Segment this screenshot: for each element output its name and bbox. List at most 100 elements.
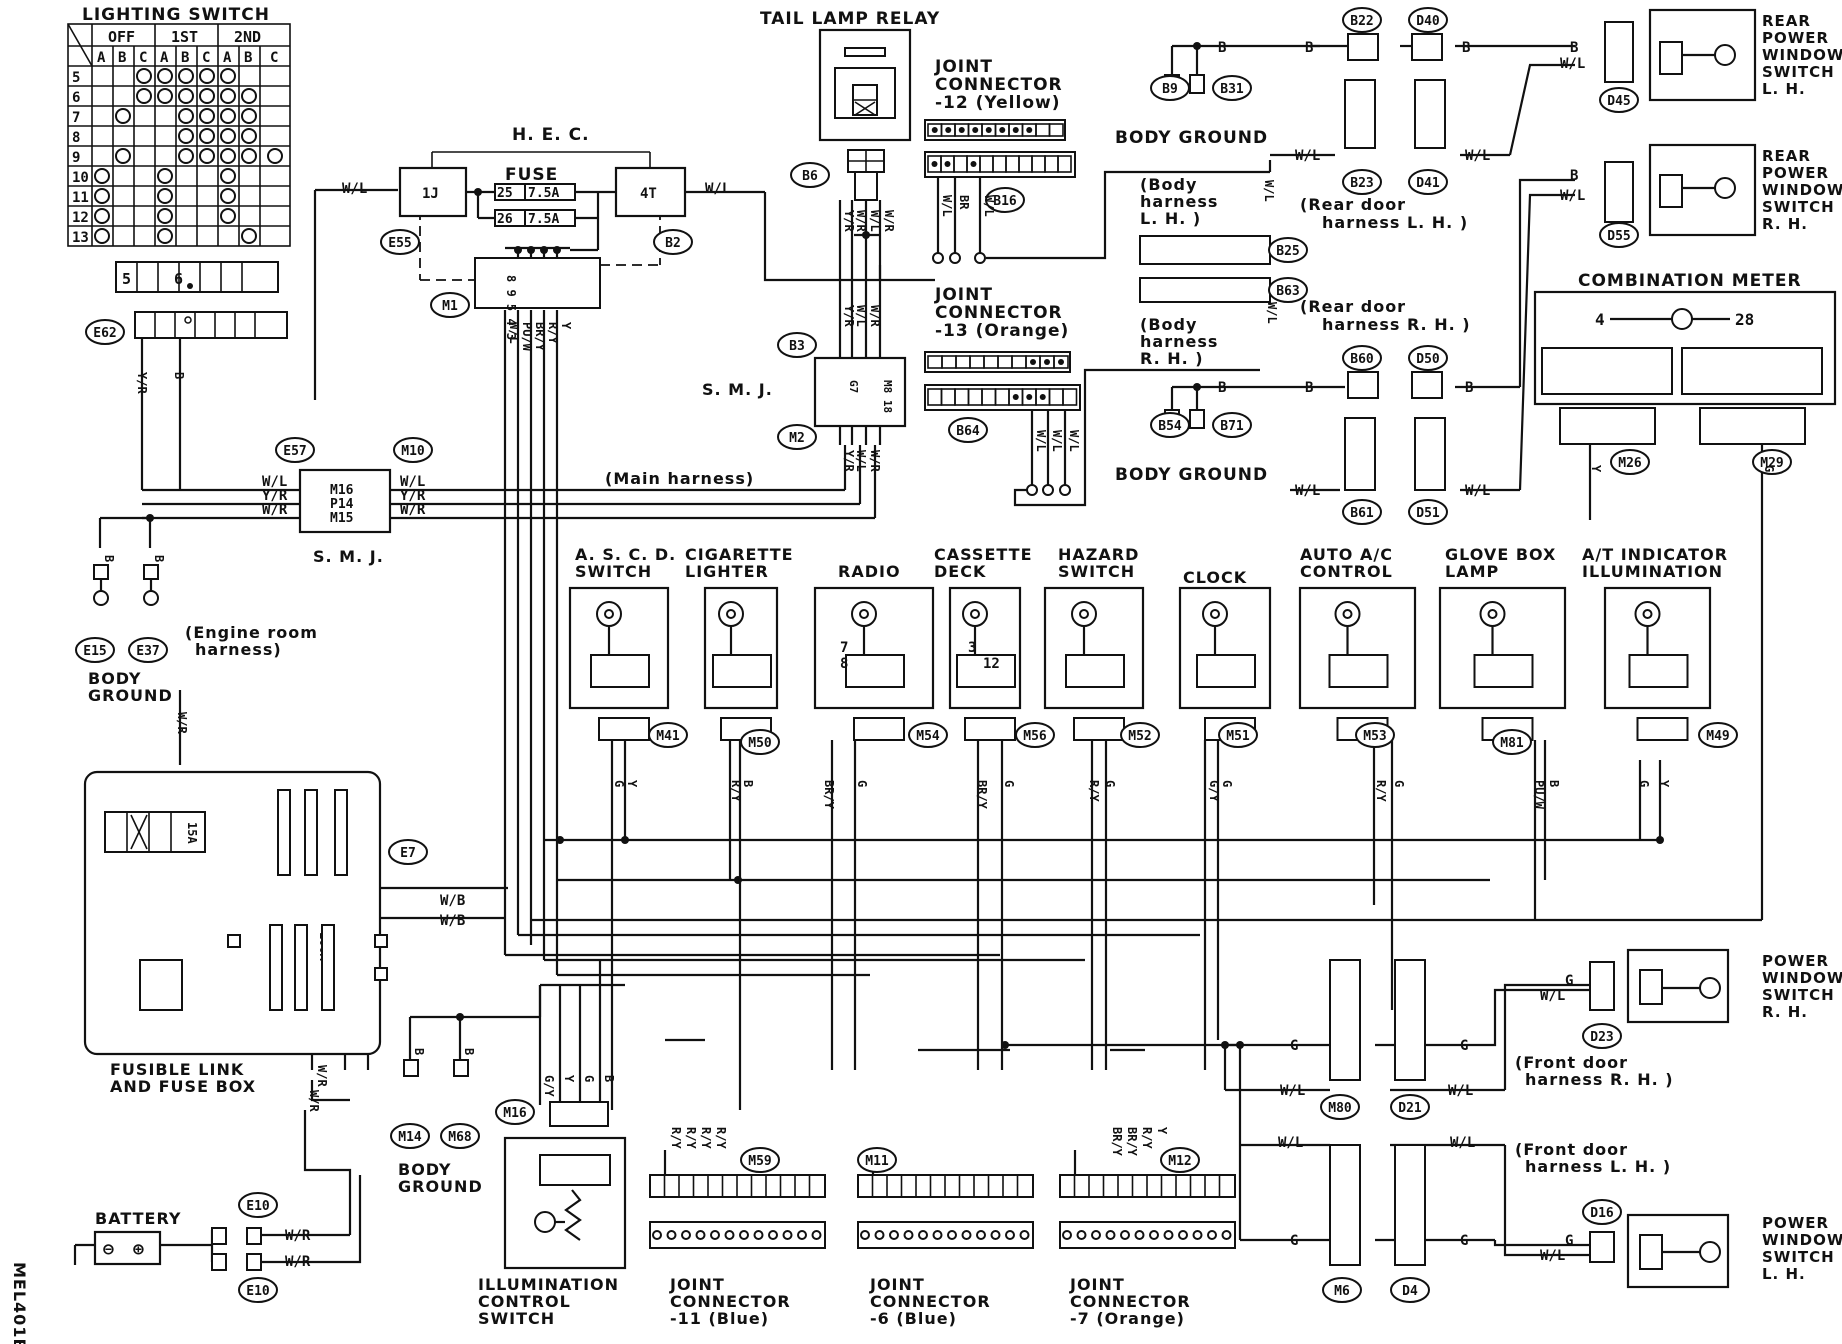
- jc6-label-3: -6 (Blue): [870, 1309, 957, 1328]
- svg-text:8 9 5 4 3: 8 9 5 4 3: [504, 275, 518, 340]
- smj-upper-label: S. M. J.: [702, 380, 773, 399]
- hec-4t-label: 4T: [640, 186, 657, 202]
- ls-contact-circle: [94, 208, 110, 224]
- connector-id-d50-text: D50: [1416, 352, 1440, 367]
- connector-id-m51: [1218, 722, 1258, 748]
- connector-id-m16-text: M16: [503, 1106, 527, 1121]
- smj-pin-p14: P14: [330, 497, 354, 512]
- wire-label-v-0: Y/R: [135, 372, 149, 394]
- fusible-label-2: AND FUSE BOX: [110, 1077, 256, 1096]
- connector-id-m41-text: M41: [656, 729, 680, 744]
- connector-id-m6-text: M6: [1334, 1284, 1350, 1299]
- connector-id-b9-text: B9: [1162, 82, 1178, 97]
- connector-id-d21: [1390, 1094, 1430, 1120]
- ls-contact-circle: [199, 148, 215, 164]
- wire-label-v-11: Y/R: [842, 305, 856, 327]
- connector-id-d40-text: D40: [1416, 14, 1440, 29]
- body-ground-m14-1: BODY: [398, 1160, 452, 1179]
- wire-label-23: W/B: [440, 913, 465, 929]
- wire-label-v-10: W/R: [882, 210, 896, 232]
- fuse-label: FUSE: [505, 165, 558, 185]
- ls-contact-circle: [115, 148, 131, 164]
- connector-id-b64-text: B64: [956, 424, 980, 439]
- wire-label-v-52: G: [1637, 780, 1651, 787]
- jc11-pin: [652, 1230, 662, 1240]
- connector-e62: 5 6: [115, 261, 288, 339]
- rear-door-connectors: [1344, 21, 1634, 491]
- wire-label-v-8: W/R: [854, 210, 868, 232]
- body-harness-lh-3: L. H. ): [1140, 209, 1201, 228]
- wire-label-1: W/L: [705, 181, 730, 197]
- body-harness-rh-1: (Body: [1140, 315, 1197, 334]
- connector-id-m49-text: M49: [1706, 729, 1729, 744]
- connector-id-m1: [430, 292, 470, 318]
- jc12-top-cells: [927, 123, 1064, 137]
- wire-label-5: W/L: [400, 474, 425, 490]
- connector-id-m2-text: M2: [789, 431, 805, 446]
- module-labels: A. S. C. D. SWITCH CIGARETTE LIGHTER RAD…: [575, 545, 1728, 587]
- connector-id-e55: [380, 229, 420, 255]
- ls-contact-circle: [241, 88, 257, 104]
- wire-label-v-60: BR/Y: [1110, 1127, 1124, 1157]
- wire-label-v-46: G/Y: [1207, 780, 1221, 802]
- m1-connector-body: [474, 257, 601, 309]
- connector-id-b54: [1150, 412, 1190, 438]
- ls-contact-circle: [178, 128, 194, 144]
- wire-label-v-48: R/Y: [1374, 780, 1388, 802]
- bulb-filament-icon: [1487, 609, 1498, 619]
- connector-id-e10a-text: E10: [246, 1199, 270, 1214]
- lighting-switch-title: LIGHTING SWITCH: [82, 5, 270, 25]
- jc6-pin: [903, 1230, 914, 1240]
- jc7-label-1: JOINT: [1069, 1275, 1125, 1294]
- wire-label-v-6: Y: [559, 322, 573, 330]
- module-radio-terminal: [845, 654, 905, 688]
- combination-meter-label: COMBINATION METER: [1578, 271, 1802, 291]
- jc7-pin: [1091, 1230, 1101, 1240]
- jc6-pin: [918, 1230, 928, 1240]
- connector-id-d16-text: D16: [1590, 1206, 1614, 1221]
- pw-lh-3: SWITCH: [1762, 1248, 1835, 1266]
- connector-id-m51-text: M51: [1226, 729, 1250, 744]
- pw-lh-4: L. H.: [1762, 1265, 1806, 1283]
- jc11-pin: [695, 1230, 706, 1240]
- connector-id-e15-text: E15: [83, 644, 106, 659]
- at-label-1: A/T INDICATOR: [1582, 545, 1728, 564]
- hazard-label-1: HAZARD: [1058, 545, 1139, 564]
- tail-lamp-relay-label: TAIL LAMP RELAY: [760, 9, 940, 29]
- jc7-pin: [1062, 1230, 1072, 1240]
- connector-id-m56-text: M56: [1023, 729, 1047, 744]
- col-c3: C: [270, 50, 278, 66]
- jc12-bot-cell: [1057, 155, 1072, 173]
- wire-label-28: W/L: [1278, 1135, 1303, 1151]
- ls-contact-circle: [157, 168, 173, 184]
- smj-pin-m16: M16: [330, 483, 354, 498]
- jc13-line3: -13 (Orange): [935, 321, 1069, 341]
- jc7-pin: [1076, 1230, 1087, 1240]
- pos-1st: 1ST: [171, 28, 198, 46]
- connector-id-m12-text: M12: [1168, 1154, 1191, 1169]
- wire-label-v-2: W/L: [507, 322, 521, 344]
- connector-id-d21-text: D21: [1398, 1101, 1422, 1116]
- jc12-top-dot: [999, 127, 1006, 133]
- wire-label-v-37: Y: [625, 780, 639, 788]
- module-cassette-deck-connector: [964, 717, 1016, 741]
- wire-label-v-47: G: [1220, 780, 1234, 787]
- e62-pin-5: 5: [122, 270, 131, 288]
- connector-id-d23: [1582, 1023, 1622, 1049]
- connector-id-e10a: [238, 1192, 278, 1218]
- wire-label-v-38: R/Y: [729, 780, 743, 802]
- connector-id-m50-text: M50: [748, 736, 772, 751]
- jc6-bottom-row: [857, 1221, 1034, 1249]
- wire-label-v-30: B: [412, 1048, 426, 1055]
- svg-text:M8 18: M8 18: [881, 380, 894, 413]
- module-cigarette-lighter-terminal: [712, 654, 772, 688]
- jc7-pin: [1149, 1230, 1159, 1240]
- wire-label-2: W/L: [262, 474, 287, 490]
- wire-label-34: G: [1565, 1233, 1573, 1249]
- cassette-label-2: DECK: [934, 562, 986, 581]
- jc13-bot-cell: [1062, 388, 1078, 406]
- jc12-line3: -12 (Yellow): [935, 93, 1061, 113]
